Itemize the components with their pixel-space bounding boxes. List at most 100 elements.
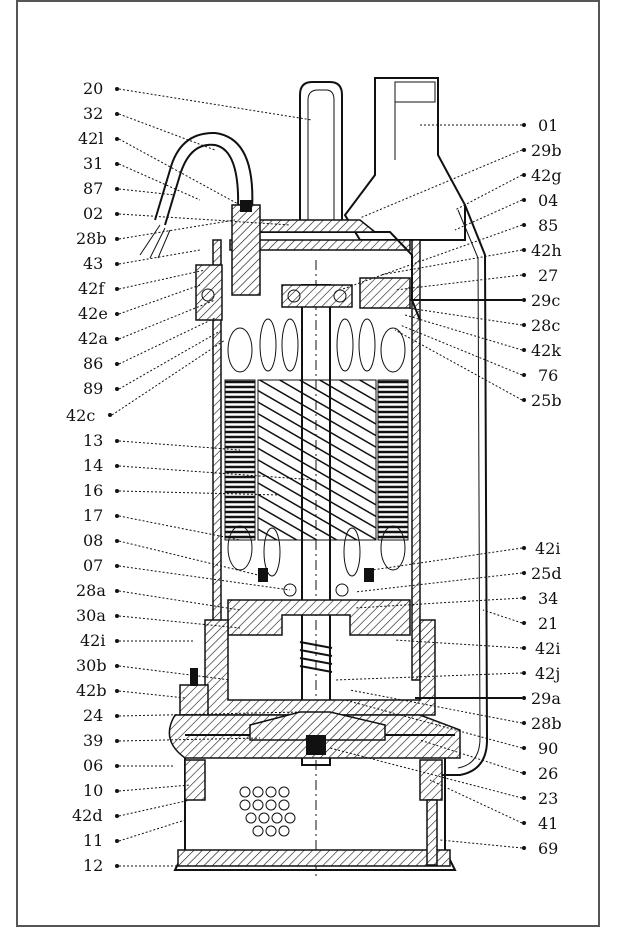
label-23: 23	[329, 747, 558, 808]
svg-text:28b: 28b	[531, 714, 562, 733]
svg-text:31: 31	[83, 154, 103, 173]
svg-text:25b: 25b	[531, 391, 562, 410]
label-29a: 29a	[415, 689, 561, 708]
label-42h: 42h	[379, 241, 562, 276]
svg-text:76: 76	[538, 366, 558, 385]
svg-text:34: 34	[538, 589, 558, 608]
label-43: 43	[83, 249, 201, 273]
label-42i-right-2: 42i	[394, 639, 560, 658]
label-42j: 42j	[334, 664, 560, 683]
svg-text:16: 16	[83, 481, 103, 500]
svg-text:27: 27	[538, 266, 558, 285]
power-cable	[164, 143, 240, 226]
label-42l: 42l	[78, 129, 241, 206]
label-42i-right-1: 42i	[371, 539, 560, 571]
svg-text:28b: 28b	[76, 229, 107, 248]
label-42b: 42b	[76, 681, 186, 700]
svg-text:23: 23	[538, 789, 558, 808]
label-27: 27	[394, 266, 558, 291]
svg-text:14: 14	[83, 456, 103, 475]
svg-text:24: 24	[83, 706, 103, 725]
label-39: 39	[83, 731, 261, 750]
svg-text:10: 10	[83, 781, 103, 800]
label-87: 87	[83, 179, 176, 198]
label-17: 17	[83, 506, 241, 541]
svg-text:42c: 42c	[66, 406, 95, 425]
label-07: 07	[83, 556, 291, 591]
label-28b-right: 28b	[349, 689, 562, 733]
svg-text:28c: 28c	[531, 316, 560, 335]
label-13: 13	[83, 431, 241, 451]
label-08: 08	[83, 531, 259, 576]
label-76: 76	[399, 324, 558, 385]
svg-text:20: 20	[83, 79, 103, 98]
label-21: 21	[482, 609, 558, 633]
label-42d: 42d	[72, 799, 191, 825]
svg-text:11: 11	[83, 831, 103, 850]
mechanical-seal-spring	[299, 641, 333, 673]
svg-text:06: 06	[83, 756, 103, 775]
label-42f: 42f	[78, 269, 206, 298]
svg-text:02: 02	[83, 204, 103, 223]
lifting-handle	[299, 81, 343, 230]
svg-text:89: 89	[83, 379, 103, 398]
label-42g: 42g	[454, 166, 562, 211]
label-16: 16	[83, 481, 281, 500]
svg-text:28a: 28a	[76, 581, 106, 600]
svg-text:42h: 42h	[531, 241, 562, 260]
svg-text:87: 87	[83, 179, 103, 198]
svg-text:42d: 42d	[72, 806, 103, 825]
svg-text:86: 86	[83, 354, 103, 373]
svg-text:07: 07	[83, 556, 103, 575]
svg-text:42i: 42i	[535, 639, 560, 658]
svg-text:43: 43	[83, 254, 103, 273]
label-14: 14	[83, 456, 317, 481]
label-30b: 30b	[76, 656, 231, 681]
label-25d: 25d	[354, 564, 562, 593]
svg-text:39: 39	[83, 731, 103, 750]
upper-bearing	[281, 284, 353, 308]
svg-text:42l: 42l	[78, 129, 103, 148]
svg-text:26: 26	[538, 764, 558, 783]
svg-text:42e: 42e	[78, 304, 108, 323]
label-42c: 42c	[66, 339, 226, 425]
label-42e: 42e	[78, 284, 201, 323]
svg-text:41: 41	[538, 814, 558, 833]
label-85: 85	[339, 216, 558, 291]
svg-text:29c: 29c	[531, 291, 560, 310]
strainer-holes	[239, 786, 296, 837]
svg-text:42k: 42k	[531, 341, 561, 360]
label-11: 11	[83, 819, 186, 850]
coil-ends-top	[227, 318, 406, 373]
coil-ends-bottom	[227, 525, 406, 577]
label-86: 86	[83, 317, 216, 373]
lower-bearing-housing	[227, 599, 411, 636]
suction-strainer	[173, 758, 457, 871]
label-90: 90	[344, 699, 558, 758]
svg-text:42b: 42b	[76, 681, 107, 700]
label-29c: 29c	[410, 291, 560, 310]
label-41: 41	[429, 779, 558, 833]
label-28b: 28b	[76, 219, 236, 248]
junction-box	[195, 264, 223, 321]
svg-text:29a: 29a	[531, 689, 561, 708]
svg-text:30b: 30b	[76, 656, 107, 675]
label-29b: 29b	[359, 141, 562, 219]
label-32: 32	[83, 104, 216, 151]
outer-jacket	[420, 204, 489, 776]
svg-text:42j: 42j	[535, 664, 560, 683]
svg-text:25d: 25d	[531, 564, 562, 583]
label-28a: 28a	[76, 581, 241, 611]
label-42k: 42k	[404, 314, 561, 360]
label-30a: 30a	[76, 606, 241, 629]
svg-text:12: 12	[83, 856, 103, 875]
svg-text:42a: 42a	[78, 329, 108, 348]
label-34: 34	[354, 589, 558, 609]
svg-text:30a: 30a	[76, 606, 106, 625]
stator-right	[377, 379, 409, 541]
label-25b: 25b	[394, 329, 562, 410]
svg-text:69: 69	[538, 839, 558, 858]
svg-text:13: 13	[83, 431, 103, 450]
svg-text:42i: 42i	[535, 539, 560, 558]
label-04: 04	[454, 191, 558, 231]
